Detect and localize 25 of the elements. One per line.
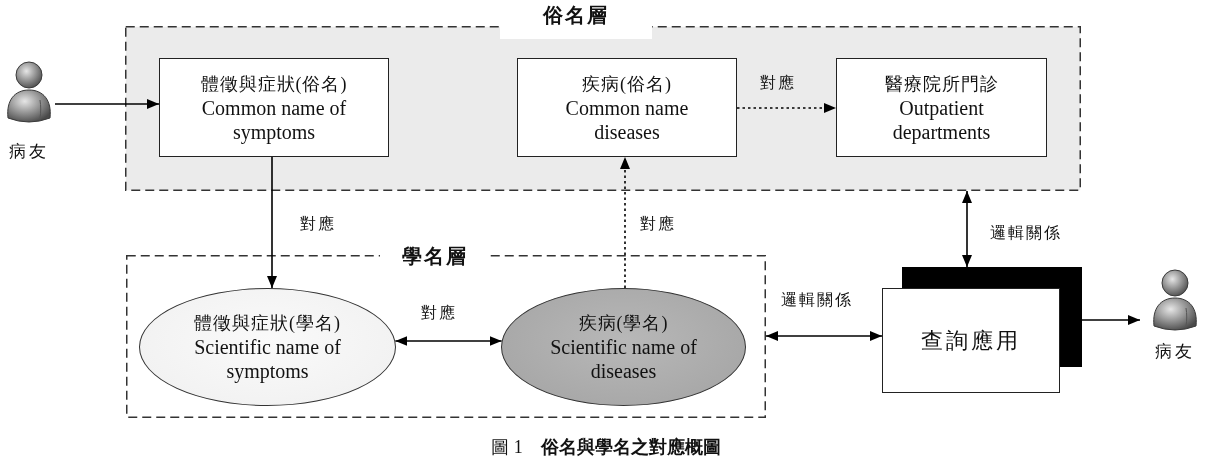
arrow (765, 331, 883, 341)
arrow (394, 336, 503, 346)
person-label: 病友 (1154, 342, 1196, 362)
node-title: 查詢應用 (921, 326, 1021, 355)
node-text: Scientific name of symptoms (193, 335, 342, 383)
arrow (962, 190, 972, 268)
node-title: 疾病(俗名) (582, 72, 672, 96)
arrow (620, 156, 630, 289)
process-box (159, 58, 389, 157)
process-box (836, 58, 1047, 157)
figure-caption: 圖 1 俗名與學名之對應概圖 (490, 436, 722, 458)
arrow (736, 103, 837, 113)
arrow (267, 156, 277, 289)
node-title: 醫療院所門診 (884, 72, 999, 96)
process-box (517, 58, 737, 157)
node-title: 疾病(學名) (578, 312, 669, 335)
node-title: 體徵與症狀(俗名) (200, 72, 348, 96)
person-label: 病友 (8, 142, 50, 162)
arrow (54, 99, 160, 109)
node-text: Outpatient departments (891, 95, 992, 144)
arrow (1081, 315, 1141, 325)
node-text: Scientific name of diseases (549, 335, 698, 383)
node-title: 體徵與症狀(學名) (194, 312, 341, 335)
node-text: Common name of symptoms (200, 95, 348, 144)
node-text: Common name diseases (564, 95, 690, 144)
